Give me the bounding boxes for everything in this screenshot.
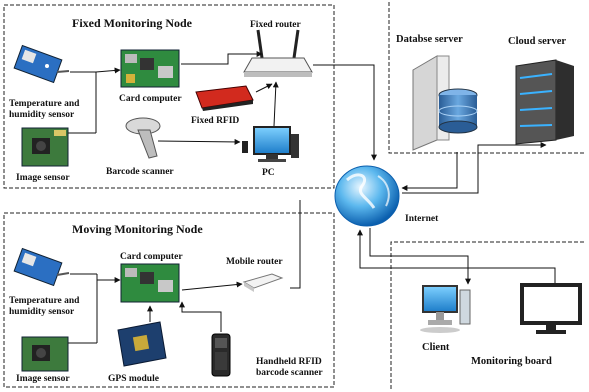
pc-icon: [242, 126, 299, 162]
cloud-server-icon: [515, 59, 574, 145]
mobile-router-icon: [242, 273, 284, 292]
moving-node-title: Moving Monitoring Node: [72, 222, 203, 236]
internet-globe-icon: [334, 165, 400, 227]
connectors: [68, 51, 556, 344]
server-box: [388, 2, 586, 154]
fixed-card-computer-label: Card computer: [119, 94, 182, 104]
pc-label: PC: [262, 168, 275, 178]
temperature-sensor-icon: [13, 44, 70, 84]
moving-image-sensor-label: Image sensor: [16, 374, 70, 384]
moving-card-computer-icon: [120, 263, 180, 303]
fixed-temp-sensor-label-2: humidity sensor: [9, 110, 75, 120]
fixed-image-sensor-label: Image sensor: [16, 173, 70, 183]
fixed-rfid-icon: [195, 85, 254, 111]
client-computer-icon: [420, 285, 471, 333]
fixed-node-title: Fixed Monitoring Node: [72, 16, 192, 30]
database-server-icon: [412, 55, 478, 151]
barcode-scanner-icon: [125, 117, 161, 159]
fixed-rfid-label: Fixed RFID: [191, 116, 240, 126]
fixed-router-label: Fixed router: [250, 20, 301, 30]
gps-module-icon: [117, 321, 167, 367]
moving-temperature-sensor-icon: [13, 247, 70, 287]
handheld-rfid-label-2: barcode scanner: [256, 368, 323, 378]
monitoring-board-icon: [520, 283, 582, 334]
image-sensor-icon: [21, 127, 69, 167]
barcode-scanner-label: Barcode scanner: [106, 167, 174, 177]
database-server-label: Databse server: [396, 34, 463, 45]
fixed-temp-sensor-label-1: Temperature and: [9, 99, 80, 109]
moving-node-box: [3, 212, 335, 388]
cloud-server-label: Cloud server: [508, 36, 567, 47]
moving-card-computer-label: Card computer: [120, 252, 183, 262]
card-computer-icon: [120, 49, 180, 88]
monitoring-board-label: Monitoring board: [471, 356, 552, 367]
moving-temp-sensor-label-2: humidity sensor: [9, 307, 75, 317]
moving-image-sensor-icon: [21, 336, 69, 372]
moving-temp-sensor-label-1: Temperature and: [9, 296, 80, 306]
gps-module-label: GPS module: [108, 374, 159, 384]
client-label: Client: [422, 342, 450, 353]
mobile-router-label: Mobile router: [226, 257, 283, 267]
handheld-rfid-label-1: Handheld RFID: [256, 357, 322, 367]
internet-label: Internet: [405, 214, 439, 224]
client-box: [390, 241, 586, 389]
handheld-rfid-icon: [211, 333, 231, 377]
fixed-node-box: [3, 4, 335, 189]
